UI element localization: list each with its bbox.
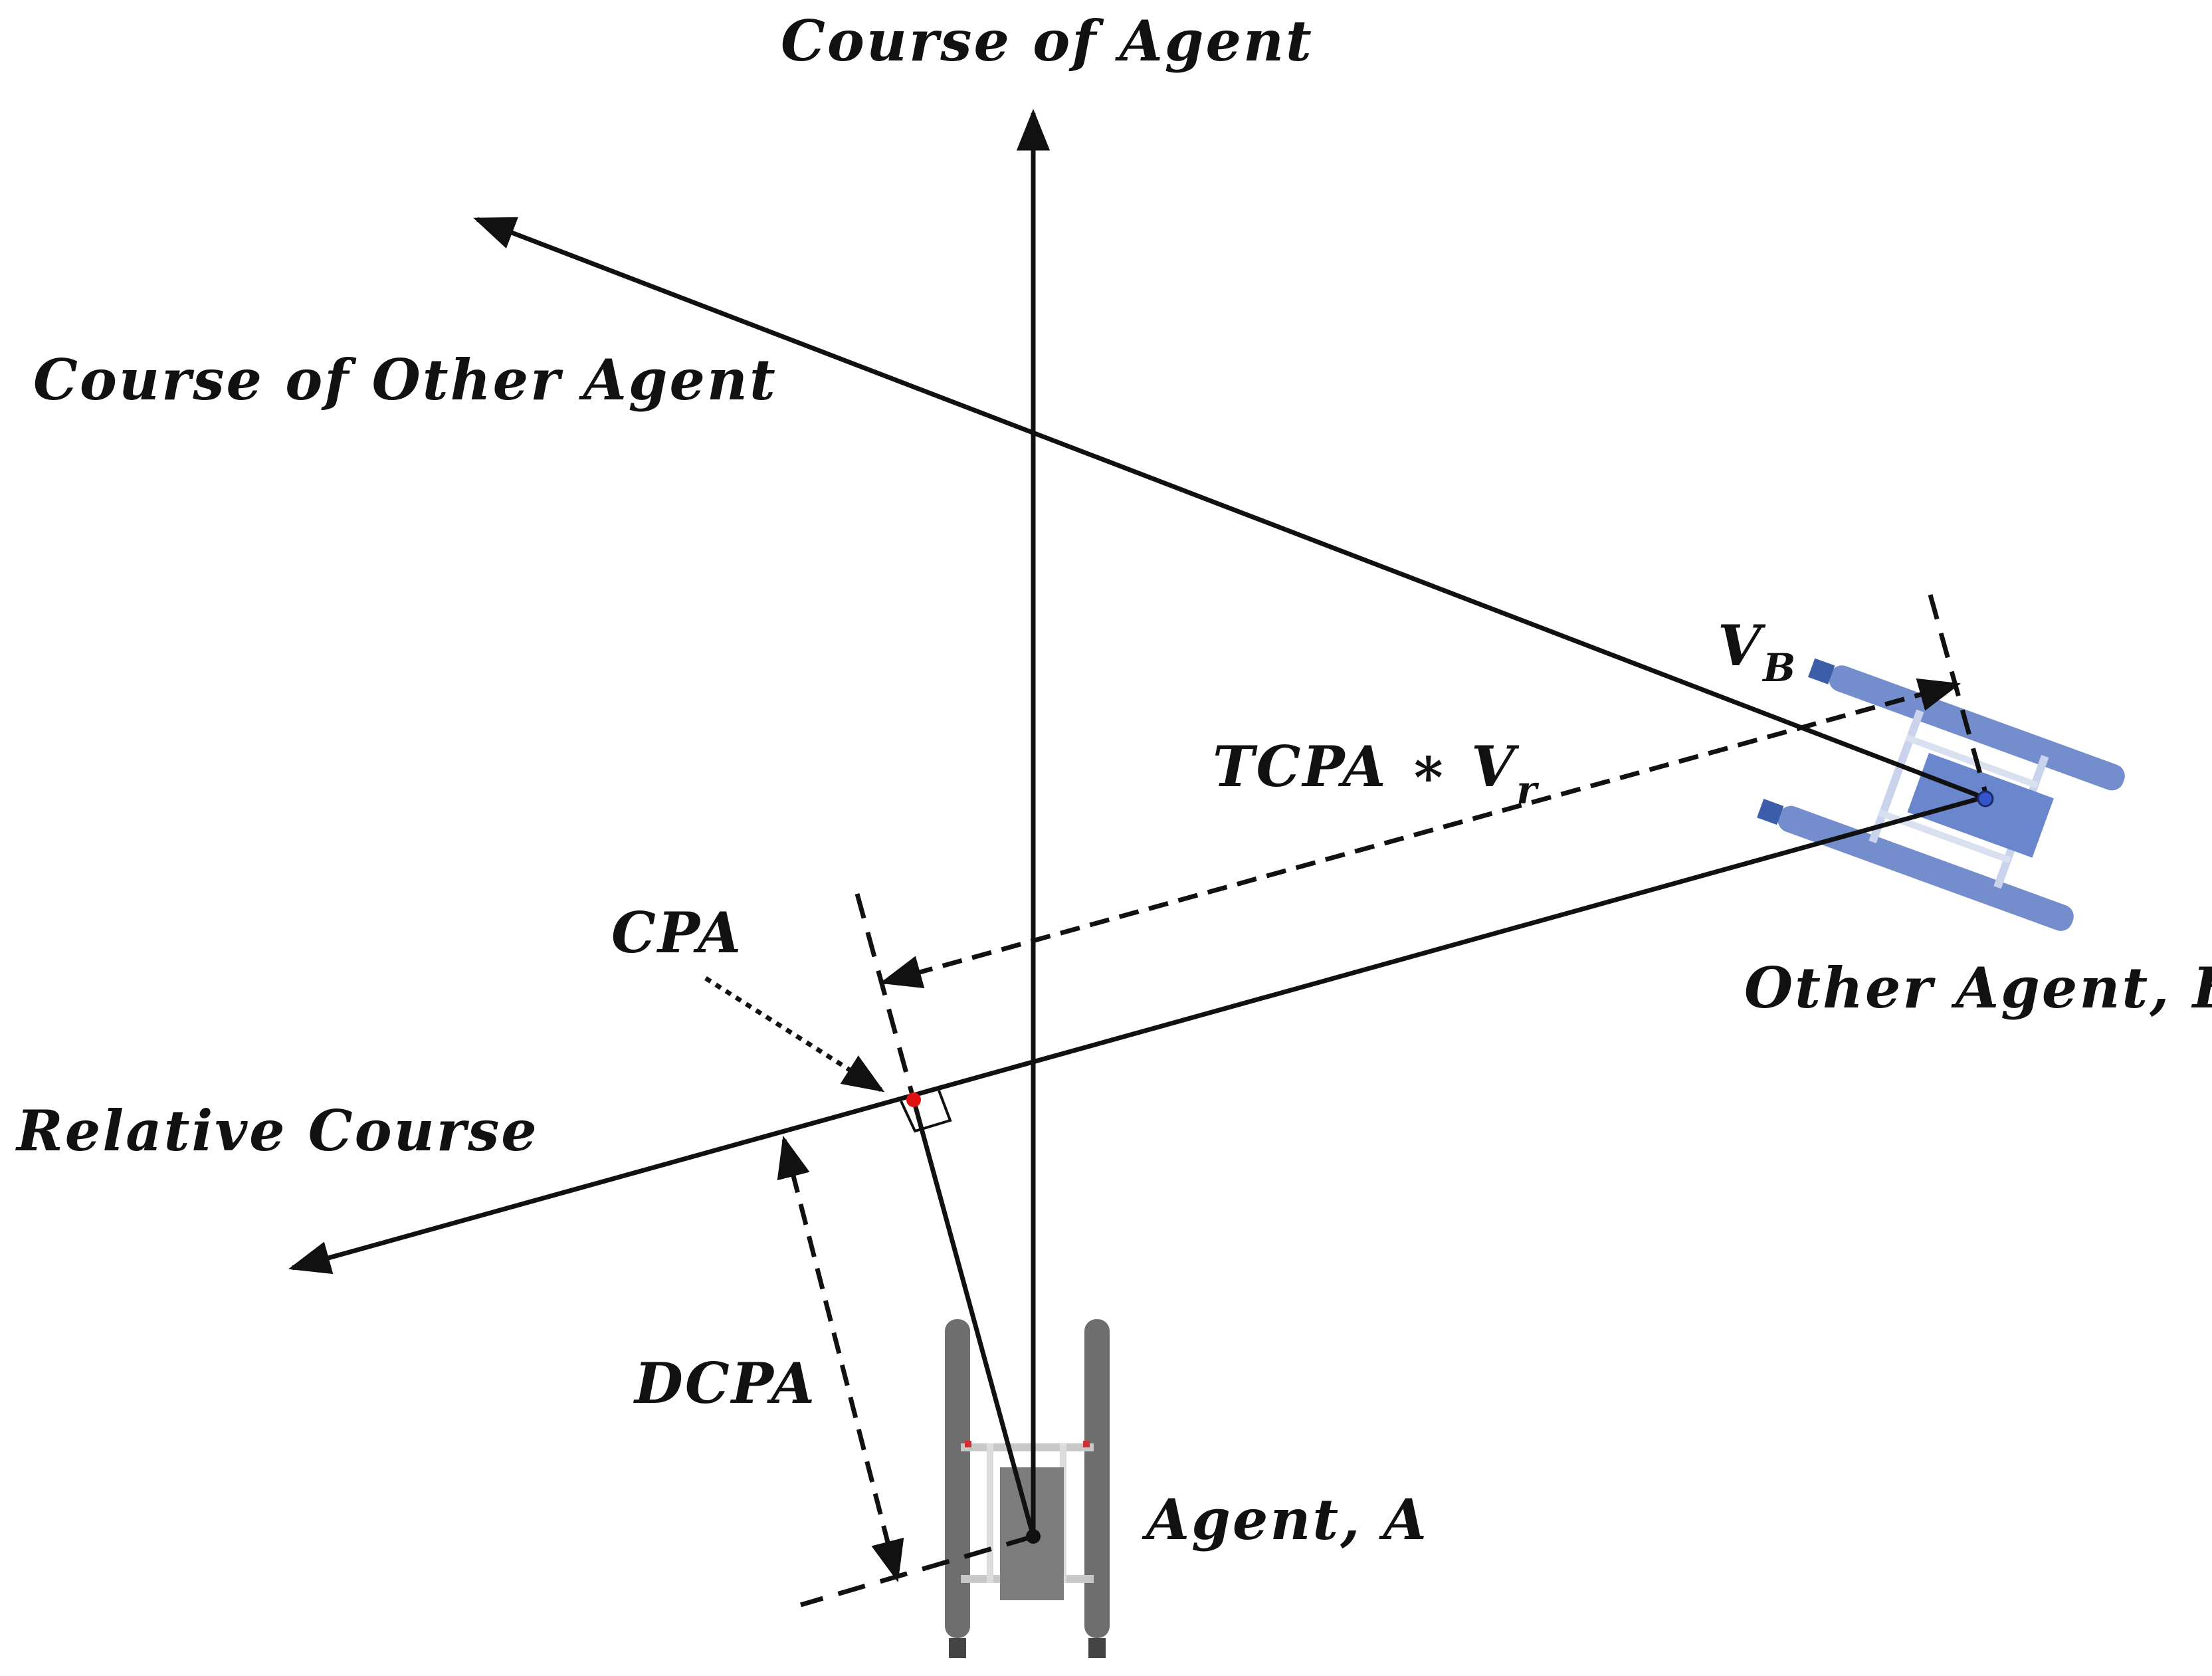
tcpa-vr-main: TCPA ∗ V: [1213, 734, 1517, 799]
course-of-other-agent-arrow: [473, 217, 1985, 800]
cpa-point: [906, 1093, 921, 1107]
course-of-agent-label: Course of Agent: [781, 8, 1314, 74]
vb-subscript: B: [1763, 645, 1798, 690]
tcpa-vr-double-arrow: [879, 678, 1961, 989]
dcpa-double-arrow: [777, 1135, 904, 1583]
agent-b-position-dot: [1977, 790, 1994, 807]
vb-main: V: [1718, 613, 1763, 679]
cpa-label: CPA: [611, 900, 744, 966]
other-agent-b-label: Other Agent, B: [1744, 955, 2212, 1021]
relative-course-label: Relative Course: [17, 1098, 539, 1164]
right-angle-marker: [900, 1090, 952, 1133]
agent-to-cpa-line: [911, 1099, 1036, 1537]
agent-a-position-dot: [1026, 1529, 1041, 1544]
cpa-tick-dashed-line: [855, 893, 916, 1100]
dcpa-label: DCPA: [635, 1350, 817, 1416]
dcpa-baseline-dashed-line: [800, 1534, 1034, 1608]
course-of-other-agent-label: Course of Other Agent: [33, 347, 777, 413]
cpa-dotted-pointer: [704, 976, 885, 1093]
agent-a-label: Agent, A: [1146, 1487, 1429, 1552]
tcpa-vr-label: TCPA ∗ Vr: [1213, 739, 1539, 810]
tcpa-vr-subscript: r: [1516, 768, 1539, 813]
agent-a-vessel-icon: [945, 1319, 1110, 1658]
vb-label: VB: [1718, 618, 1797, 688]
relative-course-arrow: [288, 795, 1984, 1275]
b-tick-dashed-line: [1928, 594, 1989, 798]
agent-b-vessel-icon: [1757, 658, 2125, 931]
